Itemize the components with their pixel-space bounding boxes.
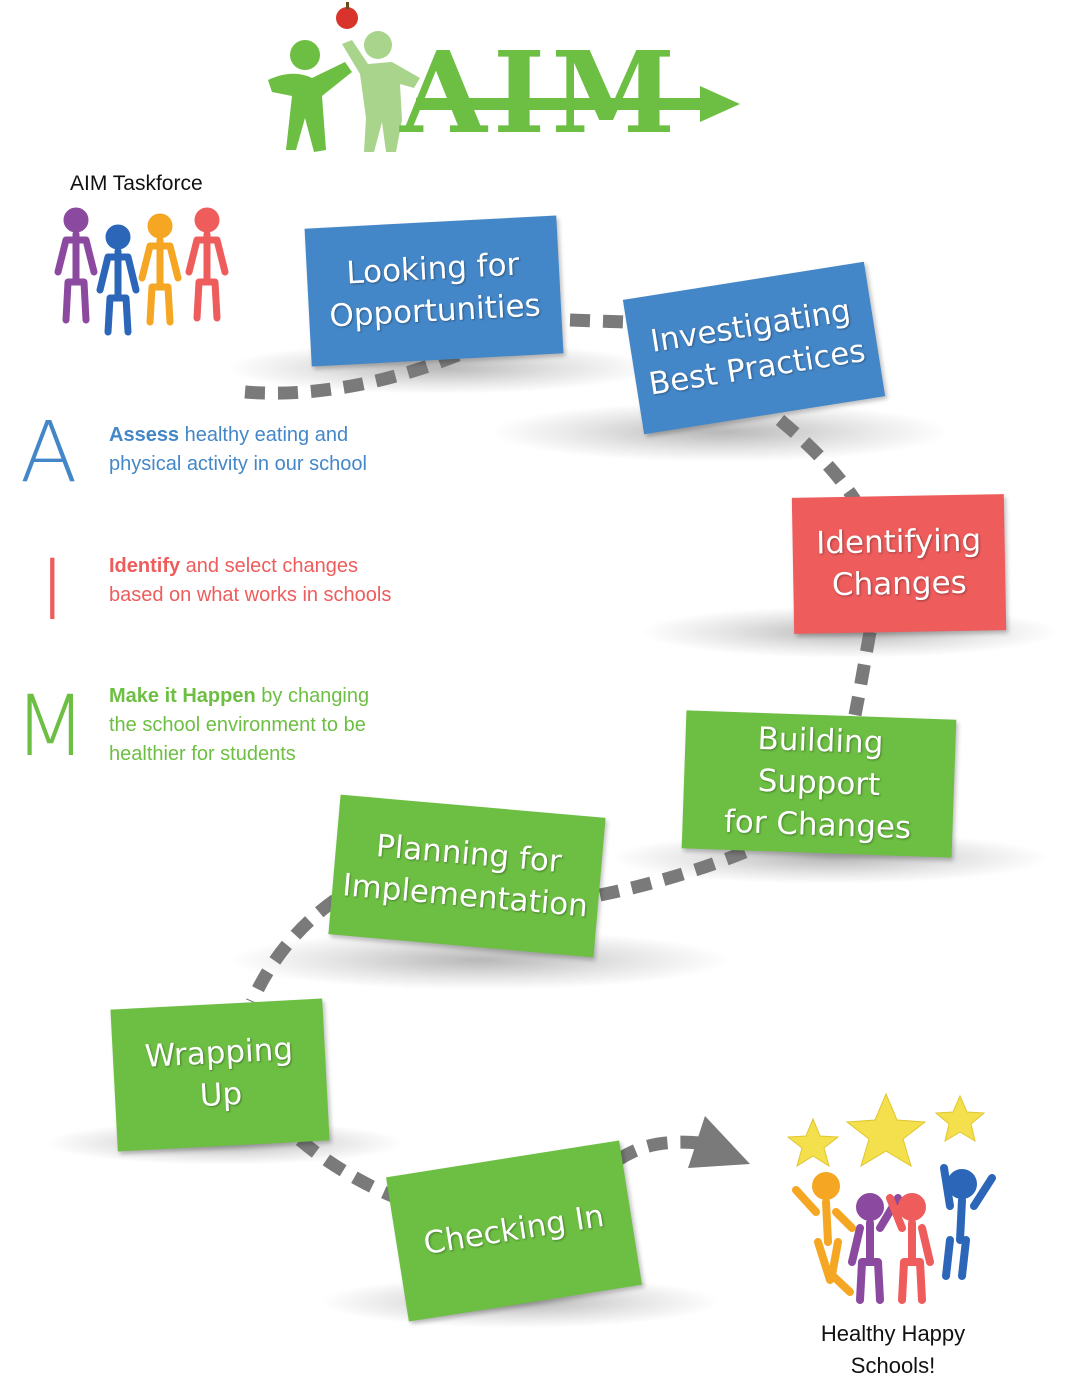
aim-logo-arrow xyxy=(416,86,740,122)
step-line: for Changes xyxy=(723,803,912,847)
legend-line: healthier for students xyxy=(109,743,296,765)
apple-icon xyxy=(336,7,358,29)
legend-letter-m: M xyxy=(14,677,87,775)
legend-line: the school environment to be xyxy=(109,714,366,736)
legend-keyword: Assess xyxy=(109,424,180,446)
outcome-line: Healthy Happy xyxy=(820,1321,966,1346)
legend-line: healthy eating and xyxy=(179,424,349,446)
person-icon xyxy=(792,1172,856,1296)
stars xyxy=(786,1092,986,1168)
path-segment xyxy=(614,1135,701,1166)
person-icon xyxy=(138,213,182,326)
legend-keyword: Identify xyxy=(109,555,181,577)
legend-keyword: Make it Happen xyxy=(109,685,256,707)
dashed-path xyxy=(244,313,877,1204)
person-icon xyxy=(886,1193,934,1304)
aim-logo-figures xyxy=(268,2,420,152)
step-line: Building Support xyxy=(757,721,884,804)
outcome-line: Schools! xyxy=(850,1353,936,1378)
box-shadow xyxy=(230,930,730,990)
legend-line: based on what works in schools xyxy=(109,584,392,606)
star-icon xyxy=(934,1094,986,1143)
legend-letter-a: A xyxy=(20,403,78,501)
legend-line: and select changes xyxy=(180,555,359,577)
outcome-caption: Healthy Happy Schools! xyxy=(790,1318,996,1382)
star-icon xyxy=(786,1117,840,1168)
taskforce-figures xyxy=(54,207,229,336)
legend-line: by changing xyxy=(255,685,370,707)
step-line: Identifying xyxy=(815,522,982,562)
path-segment xyxy=(246,894,339,1005)
logo-text: AIM xyxy=(400,28,682,159)
legend-text-i: Identify and select changes based on wha… xyxy=(109,552,391,610)
step-line: Up xyxy=(198,1075,244,1115)
path-segment xyxy=(598,845,748,902)
step-line: Checking In xyxy=(421,1198,607,1263)
box-shadow xyxy=(490,402,950,462)
star-icon xyxy=(845,1092,927,1168)
happy-people xyxy=(792,1164,996,1304)
path-segment xyxy=(775,415,861,504)
step-line: Wrapping xyxy=(143,1031,294,1076)
path-segment xyxy=(848,630,877,717)
person-icon xyxy=(940,1164,996,1280)
person-icon xyxy=(54,207,98,324)
legend-text-a: Assess healthy eating and physical activ… xyxy=(109,421,367,479)
path-segment xyxy=(244,344,473,400)
path-segment xyxy=(295,1135,398,1204)
legend-letter-i: I xyxy=(40,541,65,639)
person-icon xyxy=(185,207,229,322)
step-line: Changes xyxy=(831,564,968,604)
path-segment xyxy=(569,313,626,329)
arrow-head-icon xyxy=(688,1116,750,1168)
legend-text-m: Make it Happen by changing the school en… xyxy=(109,682,369,769)
person-icon xyxy=(96,224,140,336)
legend-line: physical activity in our school xyxy=(109,453,367,475)
taskforce-label: AIM Taskforce xyxy=(70,172,203,195)
person-icon xyxy=(848,1193,902,1304)
